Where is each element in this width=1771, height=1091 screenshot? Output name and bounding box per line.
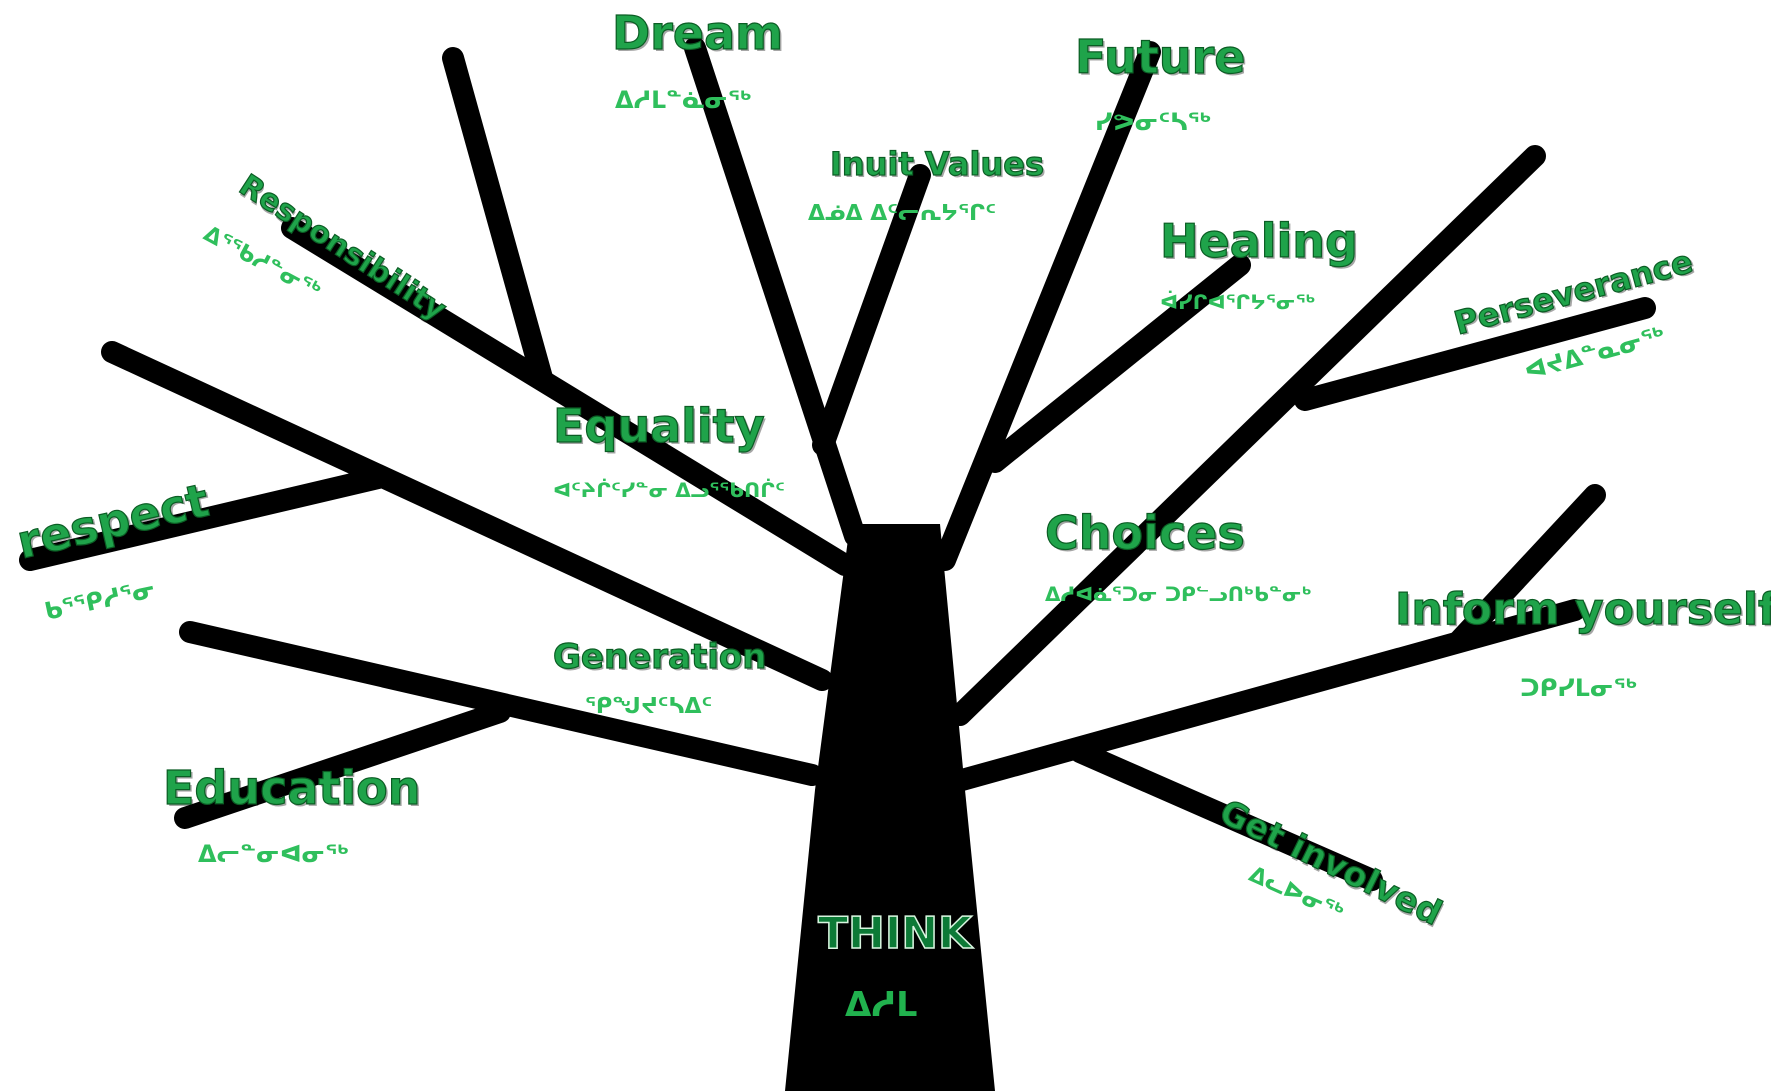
syllabics-inuit-values: ᐃᓅᐃ ᐃᑦᓕᕆᔭᕐᒋᑦ bbox=[808, 201, 996, 226]
label-healing: Healing bbox=[1159, 214, 1358, 268]
branch-dream bbox=[684, 37, 866, 547]
branch-equality bbox=[101, 341, 833, 691]
label-future: Future bbox=[1074, 30, 1246, 84]
syllabics-equality: ᐊᑦᔨᒌᑦᓯᓐᓂ ᐃᓗᕐᖃᑎᒌᑦ bbox=[553, 478, 785, 502]
label-education: Education bbox=[162, 761, 421, 815]
branch-healing bbox=[984, 254, 1251, 473]
trunk-label: THINK bbox=[817, 908, 973, 959]
label-choices: Choices bbox=[1044, 506, 1245, 560]
syllabics-healing: ᐋᓯᒋᐊᕐᒋᔭᕐᓂᖅ bbox=[1160, 290, 1316, 314]
syllabics-education: ᐃᓕᓐᓂᐊᓂᖅ bbox=[198, 840, 349, 868]
label-inuit-values: Inuit Values bbox=[829, 145, 1044, 183]
branch-education bbox=[174, 701, 511, 829]
branch-get-involved bbox=[1069, 741, 1383, 891]
branch-future bbox=[934, 41, 1161, 571]
branch-choices bbox=[949, 145, 1546, 726]
branch-inform-yourself-twig bbox=[1449, 484, 1606, 651]
branch-perseverance bbox=[1294, 297, 1656, 411]
trunk-syllabics: ᐃᓱᒪ bbox=[845, 985, 918, 1025]
branch-inuit-values bbox=[812, 164, 931, 456]
label-dream: Dream bbox=[611, 6, 784, 60]
syllabics-dream: ᐃᓱᒪᓐᓈᓂᖅ bbox=[615, 86, 752, 114]
branch-responsibility-twig bbox=[442, 47, 553, 389]
label-generation: Generation bbox=[552, 637, 767, 677]
label-equality: Equality bbox=[552, 399, 765, 453]
syllabics-future: ᓯᕗᓂᑦᓴᖅ bbox=[1095, 108, 1212, 136]
branch-respect bbox=[19, 467, 389, 571]
tree-trunk bbox=[785, 524, 995, 1091]
syllabics-generation: ᕿᖑᔪᑦᓴᐃᑦ bbox=[585, 694, 713, 719]
syllabics-inform-yourself: ᑐᑭᓯᒪᓂᖅ bbox=[1520, 674, 1638, 702]
branch-responsibility bbox=[281, 217, 856, 576]
label-inform-yourself: Inform yourself bbox=[1394, 584, 1771, 635]
syllabics-choices: ᐃᓱᐊᓈᕐᑐᓂ ᑐᑭᓪᓗᑎᒃᑲᓐᓂᒃ bbox=[1045, 582, 1312, 606]
